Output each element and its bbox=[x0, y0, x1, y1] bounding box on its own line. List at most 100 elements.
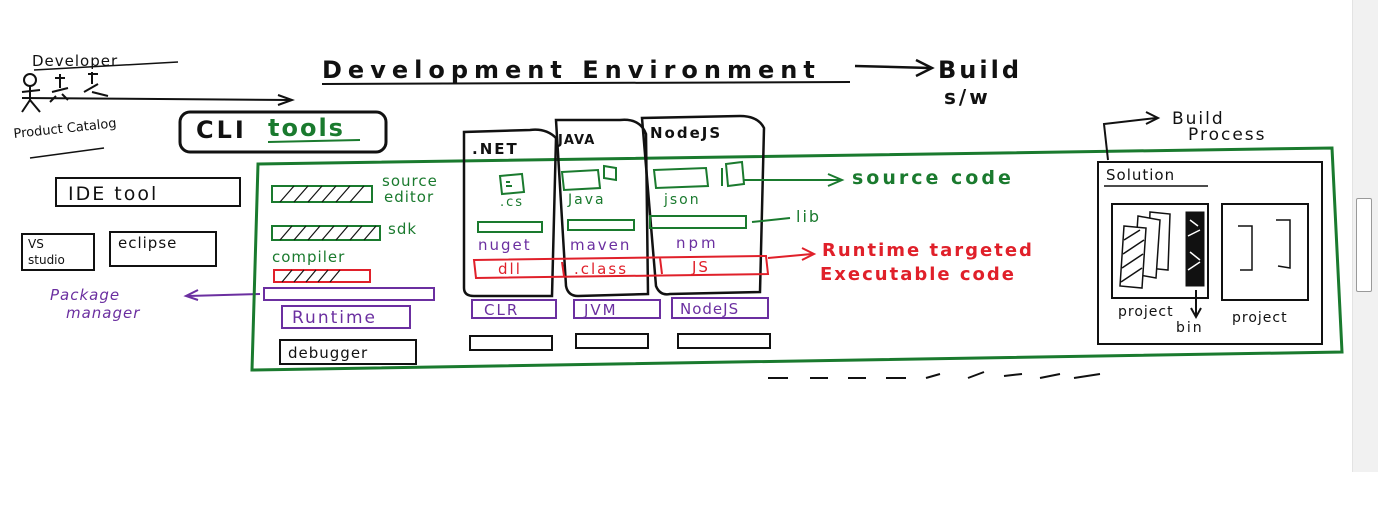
developer-label: Developer bbox=[32, 52, 118, 70]
developer-underline bbox=[33, 61, 179, 71]
build-label: Build bbox=[938, 56, 1022, 84]
solution-label: Solution bbox=[1106, 166, 1175, 184]
project-label-2: project bbox=[1232, 310, 1288, 326]
sw-label: s/w bbox=[944, 85, 991, 109]
node-output-label: JS bbox=[691, 258, 710, 276]
node-lib-bar bbox=[649, 215, 747, 229]
package-manager-label-2: manager bbox=[66, 304, 140, 322]
java-runtime-label: JVM bbox=[583, 301, 618, 319]
source-editor-label-2: editor bbox=[384, 188, 434, 206]
net-column-outline bbox=[462, 128, 558, 298]
net-runtime-label: CLR bbox=[484, 301, 519, 319]
build-process-arrow bbox=[1102, 111, 1161, 161]
runtime-box bbox=[281, 305, 411, 329]
node-pkg-label: npm bbox=[676, 234, 719, 252]
source-editor-label-1: source bbox=[382, 172, 438, 190]
product-catalog-underline bbox=[29, 147, 105, 159]
node-runtime-box bbox=[671, 297, 769, 319]
compiler-hatch bbox=[281, 269, 341, 283]
node-file-label: json bbox=[663, 192, 701, 208]
net-debugger-slot bbox=[469, 335, 553, 351]
debugger-label: debugger bbox=[288, 344, 368, 362]
vertical-scrollbar[interactable] bbox=[1352, 0, 1378, 472]
node-column-outline bbox=[640, 114, 766, 296]
sdk-label: sdk bbox=[388, 220, 417, 238]
java-output-label: .class bbox=[574, 260, 628, 278]
project-files bbox=[1119, 211, 1171, 289]
developer-figure bbox=[21, 72, 295, 113]
build-process-label-2: Process bbox=[1188, 125, 1267, 145]
project-box-1 bbox=[1111, 203, 1209, 299]
platform-column-node: NodeJS json npm JS NodeJS bbox=[640, 114, 771, 349]
java-lib-bar bbox=[567, 219, 635, 231]
platform-column-net: .NET .cs nuget dll CLR bbox=[462, 128, 558, 351]
platform-column-java: JAVA Java maven .class JVM bbox=[554, 118, 661, 349]
scrollbar-thumb[interactable] bbox=[1356, 198, 1372, 292]
vs-studio-label-2: studio bbox=[28, 253, 65, 267]
net-output-label: dll bbox=[498, 260, 522, 278]
compiler-bar bbox=[273, 269, 371, 283]
tools-label: tools bbox=[268, 114, 345, 142]
bin-folder-scribble bbox=[1187, 219, 1201, 271]
java-file-label: Java bbox=[567, 192, 606, 208]
green-panel-border bbox=[250, 146, 1344, 372]
net-name: .NET bbox=[472, 140, 519, 158]
runtime-targeted-arrow bbox=[767, 247, 817, 261]
project-label-1: project bbox=[1118, 304, 1174, 320]
tools-underline bbox=[267, 139, 361, 143]
source-code-label: source code bbox=[852, 167, 1014, 189]
package-manager-label-1: Package bbox=[50, 286, 120, 304]
net-pkg-label: nuget bbox=[478, 236, 532, 254]
diagram-title: Development Environment bbox=[322, 56, 821, 84]
net-file-icon bbox=[498, 172, 526, 196]
source-code-arrow bbox=[744, 173, 845, 187]
debugger-box bbox=[279, 339, 417, 365]
title-arrow bbox=[854, 58, 935, 78]
package-manager-arrow bbox=[183, 289, 261, 301]
java-pkg-label: maven bbox=[570, 236, 631, 254]
title-underline bbox=[321, 81, 851, 85]
package-manager-bar bbox=[263, 287, 435, 301]
bin-label: bin bbox=[1176, 320, 1204, 336]
node-runtime-label: NodeJS bbox=[680, 300, 739, 318]
product-catalog-label: Product Catalog bbox=[13, 116, 117, 142]
node-name: NodeJS bbox=[650, 124, 722, 142]
ide-tool-label: IDE tool bbox=[68, 183, 158, 205]
diagram-svg: Developer Product Catalog Development En… bbox=[13, 52, 1344, 379]
eclipse-label: eclipse bbox=[118, 234, 177, 252]
runtime-label: Runtime bbox=[292, 308, 377, 328]
java-column-outline bbox=[554, 118, 650, 298]
node-debugger-slot bbox=[677, 333, 771, 349]
sdk-bar bbox=[271, 225, 381, 241]
lib-label: lib bbox=[796, 207, 821, 226]
source-editor-hatch bbox=[279, 185, 365, 203]
solution-box bbox=[1097, 161, 1323, 345]
java-runtime-box bbox=[573, 299, 661, 319]
bin-arrow bbox=[1190, 290, 1202, 320]
sdk-hatch bbox=[279, 225, 377, 241]
java-debugger-slot bbox=[575, 333, 649, 349]
vs-studio-box bbox=[21, 233, 95, 271]
net-runtime-box bbox=[471, 299, 557, 319]
runtime-targeted-label-1: Runtime targeted bbox=[822, 240, 1034, 261]
compiler-label: compiler bbox=[272, 248, 345, 266]
ide-tool-box bbox=[55, 177, 241, 207]
eclipse-box bbox=[109, 231, 217, 267]
project-box-2 bbox=[1221, 203, 1309, 301]
lib-connector bbox=[751, 217, 791, 223]
build-process-label-1: Build bbox=[1172, 109, 1225, 129]
java-name: JAVA bbox=[557, 133, 595, 148]
cli-label: CLI bbox=[196, 116, 247, 144]
whiteboard-canvas: Developer Product Catalog Development En… bbox=[12, 52, 1344, 379]
cut-off-scribble bbox=[768, 371, 1101, 379]
runtime-targeted-label-2: Executable code bbox=[820, 264, 1016, 285]
bottom-strip bbox=[0, 472, 1378, 512]
java-file-icon bbox=[560, 164, 617, 192]
cli-tools-box bbox=[178, 110, 388, 154]
vs-studio-label-1: VS bbox=[28, 237, 44, 251]
project-2-files bbox=[1238, 219, 1291, 271]
executable-band bbox=[472, 254, 770, 280]
net-lib-bar bbox=[477, 221, 543, 233]
node-file-icon bbox=[652, 160, 746, 190]
net-file-label: .cs bbox=[500, 195, 524, 210]
